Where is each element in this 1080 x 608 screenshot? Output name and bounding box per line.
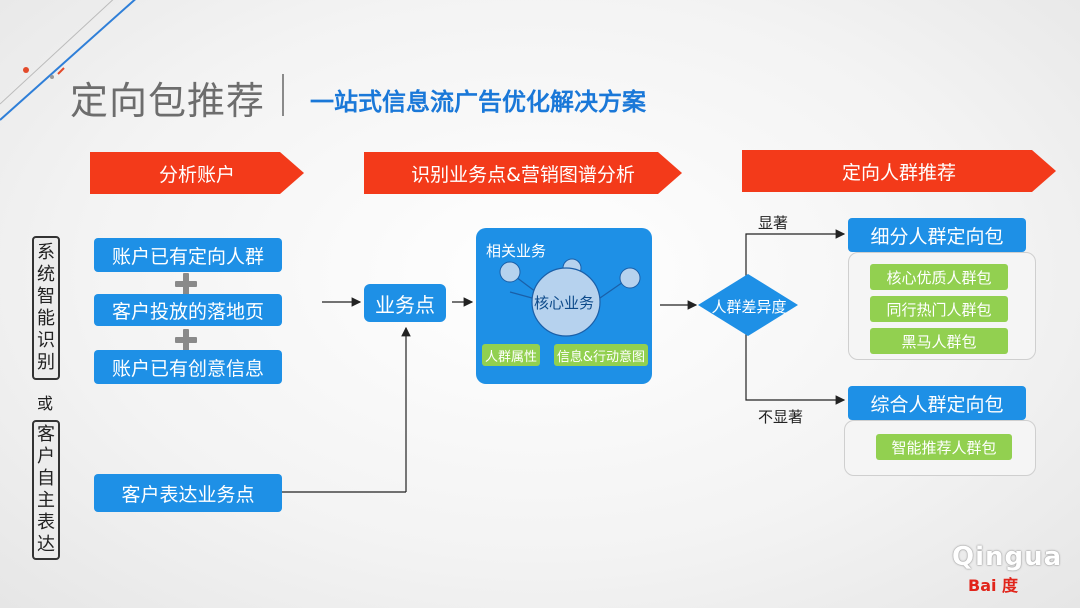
related-business-label: 相关业务 (486, 242, 547, 260)
decision-label: 人群差异度 (711, 298, 787, 316)
graph-tag-intent: 信息&行动意图 (554, 344, 648, 366)
corner-decoration (0, 0, 136, 121)
page-title: 定向包推荐 (70, 79, 266, 123)
core-node (531, 267, 601, 337)
package-smart-recommend: 智能推荐人群包 (876, 434, 1012, 460)
plus-icon (175, 329, 197, 351)
significant-label: 显著 (758, 214, 789, 232)
segmented-package-title: 细分人群定向包 (848, 218, 1026, 252)
not-significant-label: 不显著 (758, 408, 804, 426)
plus-icon (175, 273, 197, 295)
account-item-targeting: 账户已有定向人群 (94, 238, 282, 272)
core-business-label: 核心业务 (534, 294, 595, 312)
business-point-box: 业务点 (364, 284, 446, 322)
page-subtitle: 一站式信息流广告优化解决方案 (310, 88, 646, 116)
baidu-logo: Bai 度 (968, 576, 1019, 595)
title-separator (282, 74, 284, 116)
account-item-landing-page: 客户投放的落地页 (94, 294, 282, 326)
stage-banner-recommend: 定向人群推荐 (742, 150, 1056, 192)
package-dark-horse: 黑马人群包 (870, 328, 1008, 354)
or-label: 或 (37, 394, 54, 413)
graph-tag-crowd-attribute: 人群属性 (482, 344, 540, 366)
customer-expression-label: 客户自主表达 (32, 420, 60, 560)
account-item-creative: 账户已有创意信息 (94, 350, 282, 384)
system-recognition-label: 系统智能识别 (32, 236, 60, 380)
stage-banner-identify: 识别业务点&营销图谱分析 (364, 152, 682, 194)
package-peer-popular: 同行热门人群包 (870, 296, 1008, 322)
related-node (499, 261, 521, 283)
business-graph-panel: 相关业务 核心业务 人群属性 信息&行动意图 (476, 228, 652, 384)
qingua-watermark: Qingua (952, 542, 1063, 572)
decision-diamond (698, 274, 798, 336)
graph-network (499, 258, 641, 337)
related-node (619, 267, 641, 289)
package-core-quality: 核心优质人群包 (870, 264, 1008, 290)
customer-expression-box: 客户表达业务点 (94, 474, 282, 512)
stage-banner-analyze: 分析账户 (90, 152, 304, 194)
general-package-title: 综合人群定向包 (848, 386, 1026, 420)
